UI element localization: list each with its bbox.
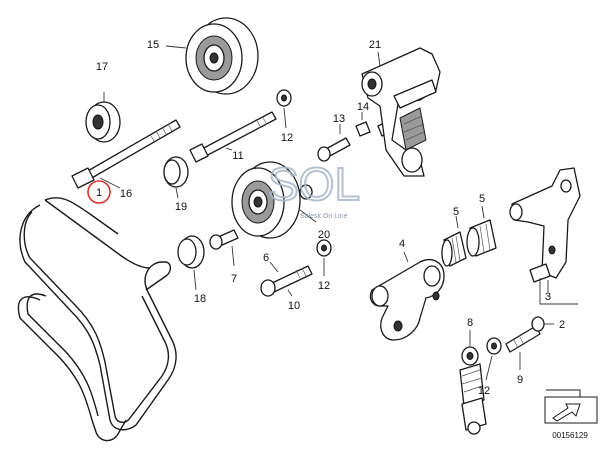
tensioner-pulley-20 (231, 161, 317, 239)
callout-9: 9 (517, 374, 523, 386)
bearing-5-left (441, 215, 467, 267)
callout-5b: 5 (479, 193, 485, 205)
watermark: SOL Salesk On Line (267, 157, 361, 220)
callout-5a: 5 (453, 206, 459, 218)
callout-12a: 12 (281, 132, 293, 144)
callout-10: 10 (288, 300, 300, 312)
bolt-7 (209, 229, 239, 267)
callout-17: 17 (96, 61, 108, 73)
callout-21: 21 (369, 39, 381, 51)
callout-4: 4 (399, 238, 405, 250)
callout-3: 3 (545, 291, 551, 303)
bolt-13 (317, 124, 351, 162)
tensioner-arm-4 (369, 251, 445, 341)
bolt-9 (505, 316, 554, 370)
bolt-10 (260, 261, 313, 297)
watermark-tagline: Salesk On Line (300, 213, 348, 220)
callout-13: 13 (333, 113, 345, 125)
large-pulley-15 (165, 17, 259, 95)
tensioner-assembly-21 (361, 47, 441, 177)
bearing-5-right (466, 205, 497, 257)
bracket-3 (509, 167, 581, 305)
dust-cap-18 (177, 235, 205, 291)
callout-20: 20 (318, 229, 330, 241)
dust-cap-19 (163, 156, 189, 199)
callout-15: 15 (147, 39, 159, 51)
callout-14: 14 (357, 101, 369, 113)
callout-8: 8 (467, 317, 473, 329)
callout-12b: 12 (318, 280, 330, 292)
callout-19: 19 (175, 201, 187, 213)
damper-8 (459, 330, 487, 435)
callouts: 1 2 3 4 5 5 6 7 8 9 10 11 12 12 12 13 14… (96, 39, 565, 397)
watermark-logo: SOL (268, 158, 360, 210)
callout-12c: 12 (478, 385, 490, 397)
callout-11: 11 (232, 150, 243, 162)
callout-2: 2 (559, 319, 565, 331)
reference-number: 00156129 (552, 431, 588, 440)
callout-6: 6 (263, 252, 269, 264)
arrow-corner-icon (544, 389, 598, 424)
highlight-circle (87, 180, 111, 204)
callout-16: 16 (120, 188, 132, 200)
small-pulley-17 (85, 92, 121, 143)
callout-18: 18 (194, 293, 206, 305)
washer-12-mid (316, 239, 332, 276)
drive-belt (17, 196, 177, 442)
washer-12-top (276, 89, 292, 129)
long-bolt-16 (71, 119, 181, 189)
washer-12-low (485, 337, 502, 381)
bolt-11 (189, 111, 277, 163)
callout-1: 1 (96, 187, 102, 199)
callout-7: 7 (231, 273, 237, 285)
